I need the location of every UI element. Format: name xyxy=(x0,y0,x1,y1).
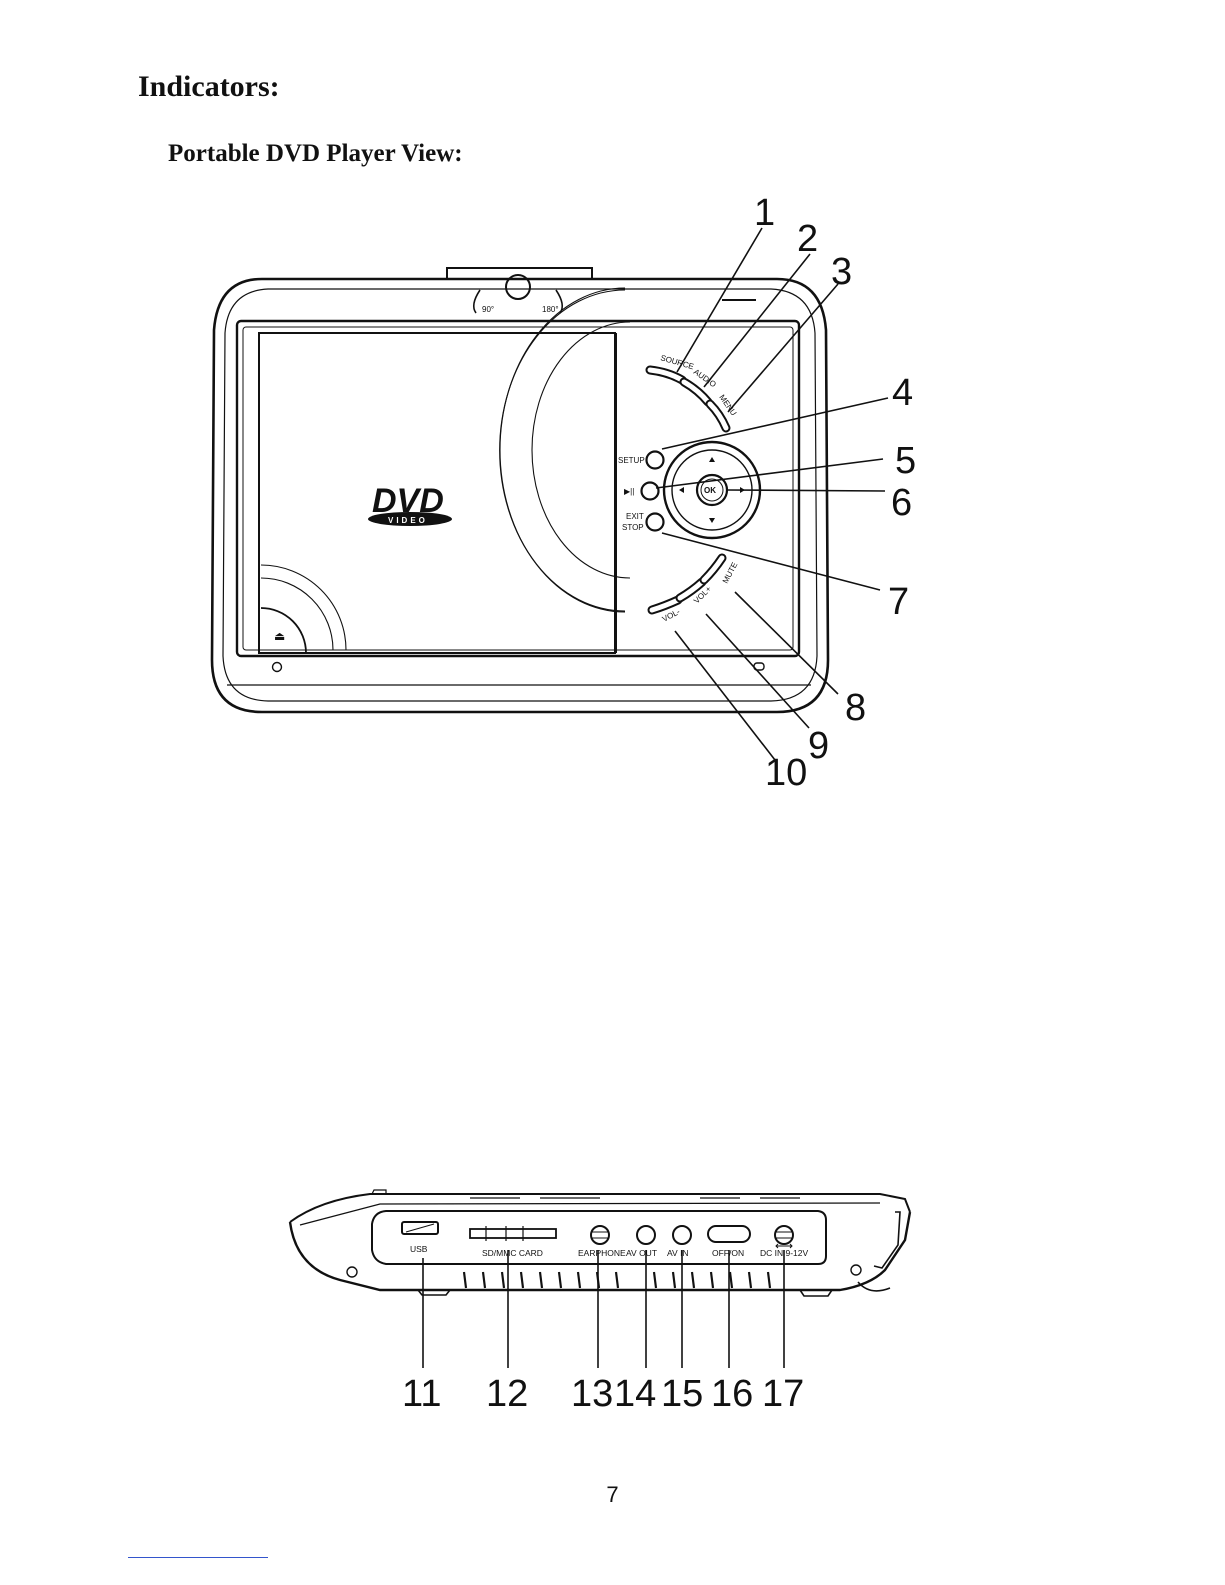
earphone-label: EARPHONE xyxy=(578,1248,626,1258)
hinge-bar xyxy=(447,268,592,279)
mute-label: MUTE xyxy=(721,561,740,585)
side-leader-lines xyxy=(423,1250,784,1368)
callout-4: 4 xyxy=(892,372,913,414)
callout-16: 16 xyxy=(711,1373,753,1415)
dvd-logo-subtext: VIDEO xyxy=(388,516,428,525)
callout-7: 7 xyxy=(888,581,909,623)
eject-icon[interactable]: ⏏ xyxy=(274,629,285,643)
card-label: SD/MMC CARD xyxy=(482,1248,543,1258)
left-arrow-icon xyxy=(679,487,684,493)
setup-label: SETUP xyxy=(618,456,645,465)
callout-17: 17 xyxy=(762,1373,804,1415)
callout-14: 14 xyxy=(614,1373,656,1415)
usb-label: USB xyxy=(410,1244,428,1254)
dc-in-jack[interactable] xyxy=(775,1226,793,1244)
hinge-90-label: 90° xyxy=(482,305,494,314)
hinge-180-label: 180° xyxy=(542,305,559,314)
stop-label: STOP xyxy=(622,523,644,532)
callout-8: 8 xyxy=(845,687,866,729)
av-in-jack[interactable] xyxy=(673,1226,691,1244)
ok-label: OK xyxy=(704,486,716,495)
play-pause-button[interactable] xyxy=(642,483,659,500)
side-view xyxy=(290,1190,910,1296)
footer-rule xyxy=(128,1557,268,1558)
dvd-logo: DVD VIDEO xyxy=(368,482,452,526)
callout-5: 5 xyxy=(895,440,916,482)
power-label: OFF/ON xyxy=(712,1248,744,1258)
down-arrow-icon xyxy=(709,518,715,523)
led-indicator xyxy=(273,663,282,672)
vent-slots xyxy=(464,1272,770,1288)
exit-label: EXIT xyxy=(626,512,644,521)
exit-stop-button[interactable] xyxy=(647,514,664,531)
callout-15: 15 xyxy=(661,1373,703,1415)
av-out-label: AV OUT xyxy=(626,1248,657,1258)
page-number: 7 xyxy=(0,1482,1225,1508)
callout-13: 13 xyxy=(571,1373,613,1415)
callout-2: 2 xyxy=(797,218,818,260)
av-out-jack[interactable] xyxy=(637,1226,655,1244)
play-pause-icon: ▶|| xyxy=(624,487,634,496)
callout-3: 3 xyxy=(831,251,852,293)
setup-button[interactable] xyxy=(647,452,664,469)
earphone-jack[interactable] xyxy=(591,1226,609,1244)
av-in-label: AV IN xyxy=(667,1248,689,1258)
callout-1: 1 xyxy=(754,192,775,234)
card-slot[interactable] xyxy=(470,1229,556,1238)
callout-11: 11 xyxy=(402,1373,441,1415)
callout-10: 10 xyxy=(765,752,807,794)
up-arrow-icon xyxy=(709,457,715,462)
front-leader-lines xyxy=(656,228,888,760)
callout-6: 6 xyxy=(891,482,912,524)
disc-outline xyxy=(500,288,625,612)
callout-9: 9 xyxy=(808,725,829,767)
power-switch[interactable] xyxy=(708,1226,750,1242)
callout-12: 12 xyxy=(486,1373,528,1415)
